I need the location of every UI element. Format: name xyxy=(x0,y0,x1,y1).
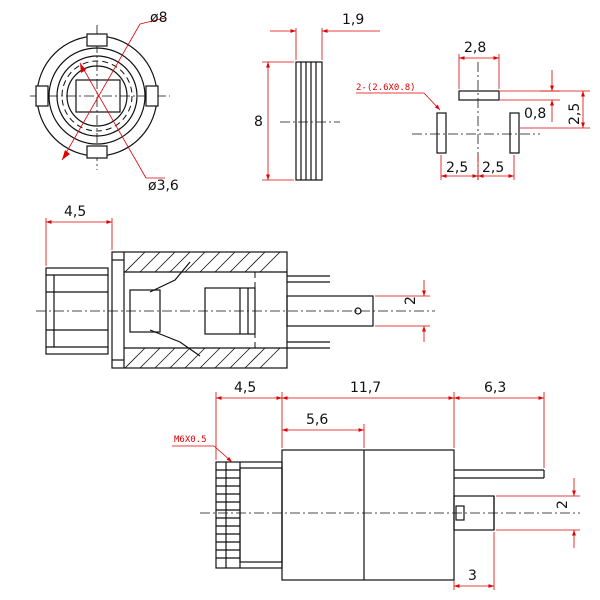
nut-height-label: 8 xyxy=(254,114,263,130)
pcb-slot-width-label: 0,8 xyxy=(524,106,546,122)
front-view-circular xyxy=(30,17,170,179)
pin-pitch-label: 3 xyxy=(468,568,477,584)
body-length-label: 11,7 xyxy=(350,380,381,396)
pcb-pitch-left-label: 2,5 xyxy=(446,160,468,176)
section-view xyxy=(36,218,435,369)
pcb-layout-view xyxy=(356,54,590,180)
pcb-top-width-label: 2,8 xyxy=(464,40,486,56)
pin-length-label: 6,3 xyxy=(484,380,506,396)
pcb-vertical-pitch-label: 2,5 xyxy=(567,103,583,125)
nut-thickness-label: 1,9 xyxy=(342,12,364,28)
hole-note-label: 2-(2.6X0.8) xyxy=(356,83,416,93)
thread-length-label: 4,5 xyxy=(234,380,256,396)
section-front-length-label: 4,5 xyxy=(64,204,86,220)
exterior-view xyxy=(172,392,580,590)
nut-side-view xyxy=(262,28,380,181)
pcb-pitch-right-label: 2,5 xyxy=(482,160,504,176)
inner-length-label: 5,6 xyxy=(306,412,328,428)
thread-spec-label: M6X0.5 xyxy=(174,435,207,445)
section-pin-offset-label: 2 xyxy=(403,296,419,305)
inner-diameter-label: ø3,6 xyxy=(148,178,179,194)
outer-diameter-label: ø8 xyxy=(150,10,167,26)
bottom-pin-offset-label: 2 xyxy=(555,500,571,509)
